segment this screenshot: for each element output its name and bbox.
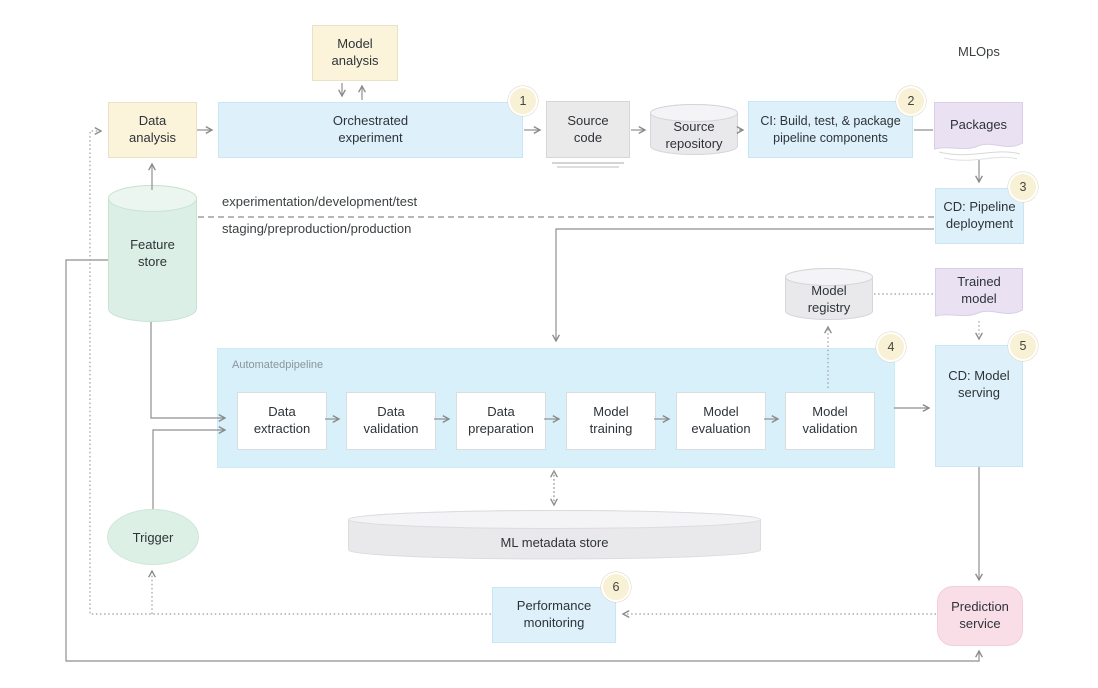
trigger-label: Trigger xyxy=(132,529,174,545)
trained-model-label-wrap: Trained model xyxy=(935,270,1023,312)
badge-3: 3 xyxy=(1008,172,1038,202)
step-label: Data extraction xyxy=(253,404,311,436)
trained-model-doc: Trained model xyxy=(935,268,1023,326)
step-model-evaluation: Model evaluation xyxy=(676,392,766,450)
step-data-validation: Data validation xyxy=(346,392,436,450)
cylinder-shape xyxy=(650,104,738,155)
cd-pipeline-deployment-box: CD: Pipeline deployment xyxy=(935,188,1024,244)
source-repository-cylinder: Source repository xyxy=(650,104,738,155)
stage-label-experimentation: experimentation/development/test xyxy=(222,194,418,209)
trigger-ellipse: Trigger xyxy=(107,509,199,565)
source-code-label: Source code xyxy=(567,112,609,145)
step-label: Data validation xyxy=(363,404,419,436)
performance-monitoring-label: Performance monitoring xyxy=(516,598,592,630)
ml-metadata-store-cylinder: ML metadata store xyxy=(348,510,761,560)
model-registry-label-wrap: Model registry xyxy=(785,268,873,326)
wavy-doc-shape xyxy=(934,102,1023,161)
step-label: Model evaluation xyxy=(691,404,751,436)
ci-build-label: CI: Build, test, & package pipeline comp… xyxy=(760,114,901,145)
source-code-box: Source code xyxy=(546,101,630,158)
ci-build-box: CI: Build, test, & package pipeline comp… xyxy=(748,101,913,158)
step-label: Model training xyxy=(589,404,633,436)
orchestrated-experiment-box: Orchestrated experiment xyxy=(218,102,523,158)
badge-5: 5 xyxy=(1008,331,1038,361)
packages-doc: Packages xyxy=(934,102,1023,166)
performance-monitoring-box: Performance monitoring xyxy=(492,587,616,643)
prediction-service-box: Prediction service xyxy=(937,586,1023,646)
packages-label-wrap: Packages xyxy=(934,104,1023,146)
packages-label: Packages xyxy=(949,116,1008,132)
feature-store-label: Feature store xyxy=(130,236,175,269)
source-repository-label: Source repository xyxy=(665,118,723,151)
feature-store-cylinder: Feature store xyxy=(108,185,197,322)
cd-model-serving-label: CD: Model serving xyxy=(948,368,1010,400)
orchestrated-experiment-label: Orchestrated experiment xyxy=(332,113,409,145)
cd-pipeline-deployment-label: CD: Pipeline deployment xyxy=(943,199,1016,231)
model-registry-label: Model registry xyxy=(807,283,851,315)
source-code-stack-line xyxy=(552,162,624,164)
ml-metadata-store-label: ML metadata store xyxy=(500,534,609,550)
data-analysis-label: Data analysis xyxy=(129,113,176,145)
step-label: Model validation xyxy=(802,404,858,436)
feature-store-label-wrap: Feature store xyxy=(108,185,197,322)
stage-label-staging: staging/preproduction/production xyxy=(222,221,412,236)
model-analysis-label: Model analysis xyxy=(331,36,379,68)
step-label: Data preparation xyxy=(468,404,534,436)
automated-pipeline-label: Automatedpipeline xyxy=(232,359,324,371)
step-data-extraction: Data extraction xyxy=(237,392,327,450)
ml-metadata-store-label-wrap: ML metadata store xyxy=(348,510,761,568)
data-analysis-box: Data analysis xyxy=(108,102,197,158)
automated-pipeline-container: Automatedpipeline Data extraction Data v… xyxy=(217,348,895,468)
badge-6: 6 xyxy=(601,572,631,602)
trained-model-label: Trained model xyxy=(957,274,1001,306)
step-model-training: Model training xyxy=(566,392,656,450)
model-analysis-box: Model analysis xyxy=(312,25,398,81)
badge-1: 1 xyxy=(508,86,538,116)
badge-4: 4 xyxy=(876,332,906,362)
diagram-title: MLOps xyxy=(958,44,1000,59)
source-code-stack-line xyxy=(557,166,619,168)
step-model-validation: Model validation xyxy=(785,392,875,450)
badge-2: 2 xyxy=(896,86,926,116)
cd-model-serving-box: CD: Model serving xyxy=(935,345,1023,467)
model-registry-cylinder: Model registry xyxy=(785,268,873,320)
step-data-preparation: Data preparation xyxy=(456,392,546,450)
source-repository-label-wrap: Source repository xyxy=(650,104,738,161)
prediction-service-label: Prediction service xyxy=(951,599,1009,631)
